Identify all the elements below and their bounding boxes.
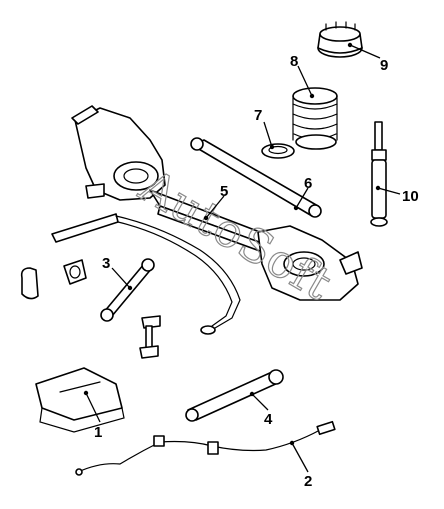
part-8-coil-spring	[292, 87, 338, 150]
stabilizer-bracket	[20, 267, 39, 300]
callout-1: 1	[94, 424, 102, 441]
callout-10: 10	[402, 188, 419, 205]
leader-lines	[83, 42, 401, 473]
part-5-stabilizer-bar	[51, 213, 241, 335]
left-knuckle-assembly	[71, 105, 166, 201]
stabilizer-bushing	[63, 259, 87, 285]
part-3-link	[100, 258, 155, 322]
callout-5: 5	[220, 183, 228, 200]
part-4-lower-arm	[185, 369, 284, 422]
part-2-sensor-cable	[75, 420, 336, 476]
part-1-bracket	[35, 367, 125, 433]
part-10-shock-absorber	[370, 121, 388, 227]
callout-2: 2	[304, 473, 312, 490]
callout-3: 3	[102, 255, 110, 272]
callout-6: 6	[304, 175, 312, 192]
subframe-crossmember	[149, 189, 271, 255]
callout-9: 9	[380, 57, 388, 74]
part-9-cap	[317, 21, 363, 58]
right-knuckle-assembly	[257, 225, 363, 301]
part-6-upper-link	[190, 137, 322, 218]
callout-7: 7	[254, 107, 262, 124]
callout-8: 8	[290, 53, 298, 70]
stabilizer-end-link	[139, 315, 161, 359]
callout-4: 4	[264, 411, 273, 428]
part-7-spring-seat	[261, 143, 295, 159]
